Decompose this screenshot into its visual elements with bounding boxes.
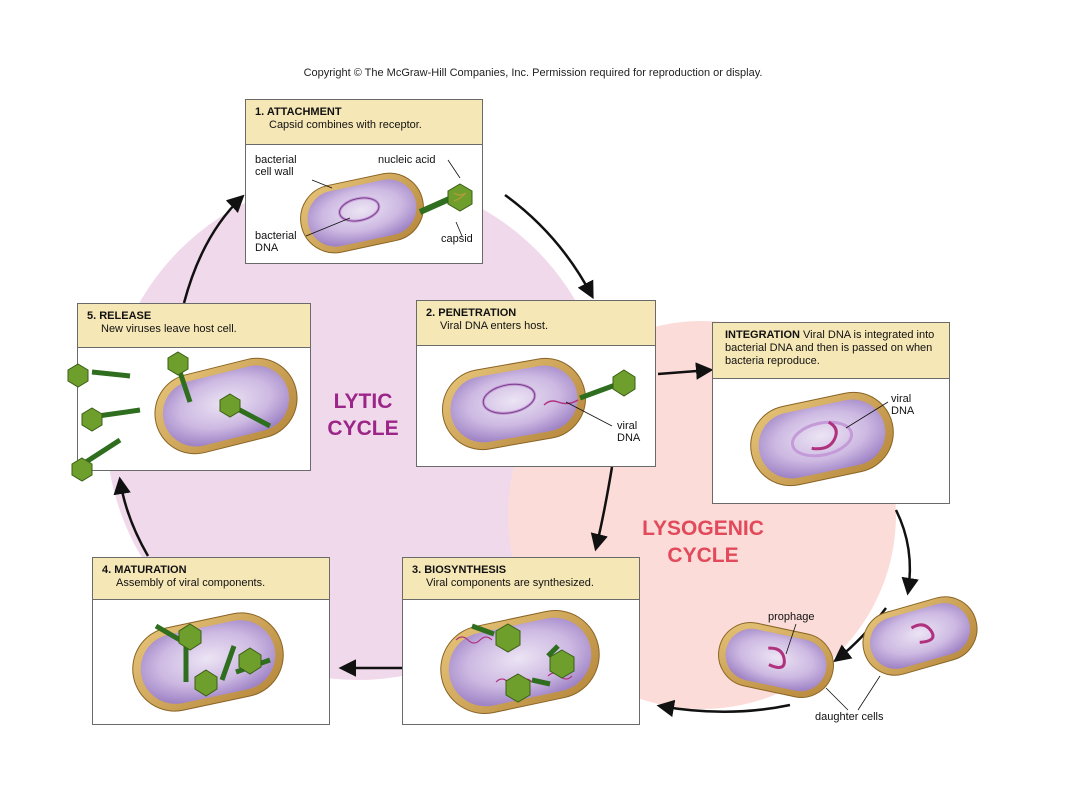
lytic-cycle-label: LYTIC CYCLE <box>327 390 399 440</box>
panel-description: Capsid combines with receptor. <box>269 119 422 131</box>
panel-description: Assembly of viral components. <box>116 577 266 589</box>
panel-description: Viral DNA enters host. <box>440 320 549 332</box>
label-prophage: prophage <box>768 611 815 623</box>
arrow-penetration-to-biosynthesis <box>590 466 614 552</box>
panel-title: 4. MATURATION <box>102 564 187 576</box>
panel-integration: INTEGRATION Viral DNA is integrated into… <box>712 322 950 504</box>
panel-description: New viruses leave host cell. <box>101 323 237 335</box>
panel-title: 1. ATTACHMENT <box>255 106 342 118</box>
panel-header: 1. ATTACHMENT Capsid combines with recep… <box>246 100 482 145</box>
panel-header: INTEGRATION Viral DNA is integrated into… <box>713 323 949 379</box>
label-daughter-cells: daughter cells <box>815 711 884 723</box>
arrow-maturation-to-release <box>113 476 150 557</box>
panel-header: 5. RELEASE New viruses leave host cell. <box>78 304 310 348</box>
copyright-notice: Copyright © The McGraw-Hill Companies, I… <box>303 67 763 79</box>
panel-title: 3. BIOSYNTHESIS <box>412 564 507 576</box>
daughter-cells-illustration <box>718 596 978 711</box>
arrow-division-to-daughter <box>833 607 887 663</box>
label-capsid: capsid <box>441 233 473 245</box>
panel-header: 4. MATURATION Assembly of viral componen… <box>93 558 329 600</box>
panel-maturation: 4. MATURATION Assembly of viral componen… <box>92 557 330 725</box>
arrow-daughter-to-biosynthesis <box>656 699 791 718</box>
panel-biosynthesis: 3. BIOSYNTHESIS Viral components are syn… <box>402 557 640 725</box>
panel-description: Viral components are synthesized. <box>426 577 594 589</box>
label-viral-dna: viral DNA <box>617 420 641 444</box>
arrow-penetration-to-integration <box>657 362 714 380</box>
arrow-attachment-to-penetration <box>504 193 594 300</box>
daughter-cell <box>718 622 834 698</box>
daughter-cell <box>862 596 978 676</box>
arrow-integration-to-division <box>894 509 919 596</box>
panel-title: 2. PENETRATION <box>426 307 517 319</box>
arrow-release-to-attachment <box>182 194 245 304</box>
panel-header: 2. PENETRATION Viral DNA enters host. <box>417 301 655 346</box>
lysogenic-cycle-label: LYSOGENIC CYCLE <box>642 517 764 567</box>
panel-title: 5. RELEASE <box>87 310 152 322</box>
label-bacterial-cell-wall: bacterial cell wall <box>255 154 297 178</box>
panel-header: 3. BIOSYNTHESIS Viral components are syn… <box>403 558 639 600</box>
panel-title: INTEGRATION <box>725 329 800 341</box>
label-bacterial-dna: bacterial DNA <box>255 230 297 254</box>
label-viral-dna: viral DNA <box>891 393 915 417</box>
label-nucleic-acid: nucleic acid <box>378 154 436 166</box>
panel-release: 5. RELEASE New viruses leave host cell. <box>77 303 311 471</box>
